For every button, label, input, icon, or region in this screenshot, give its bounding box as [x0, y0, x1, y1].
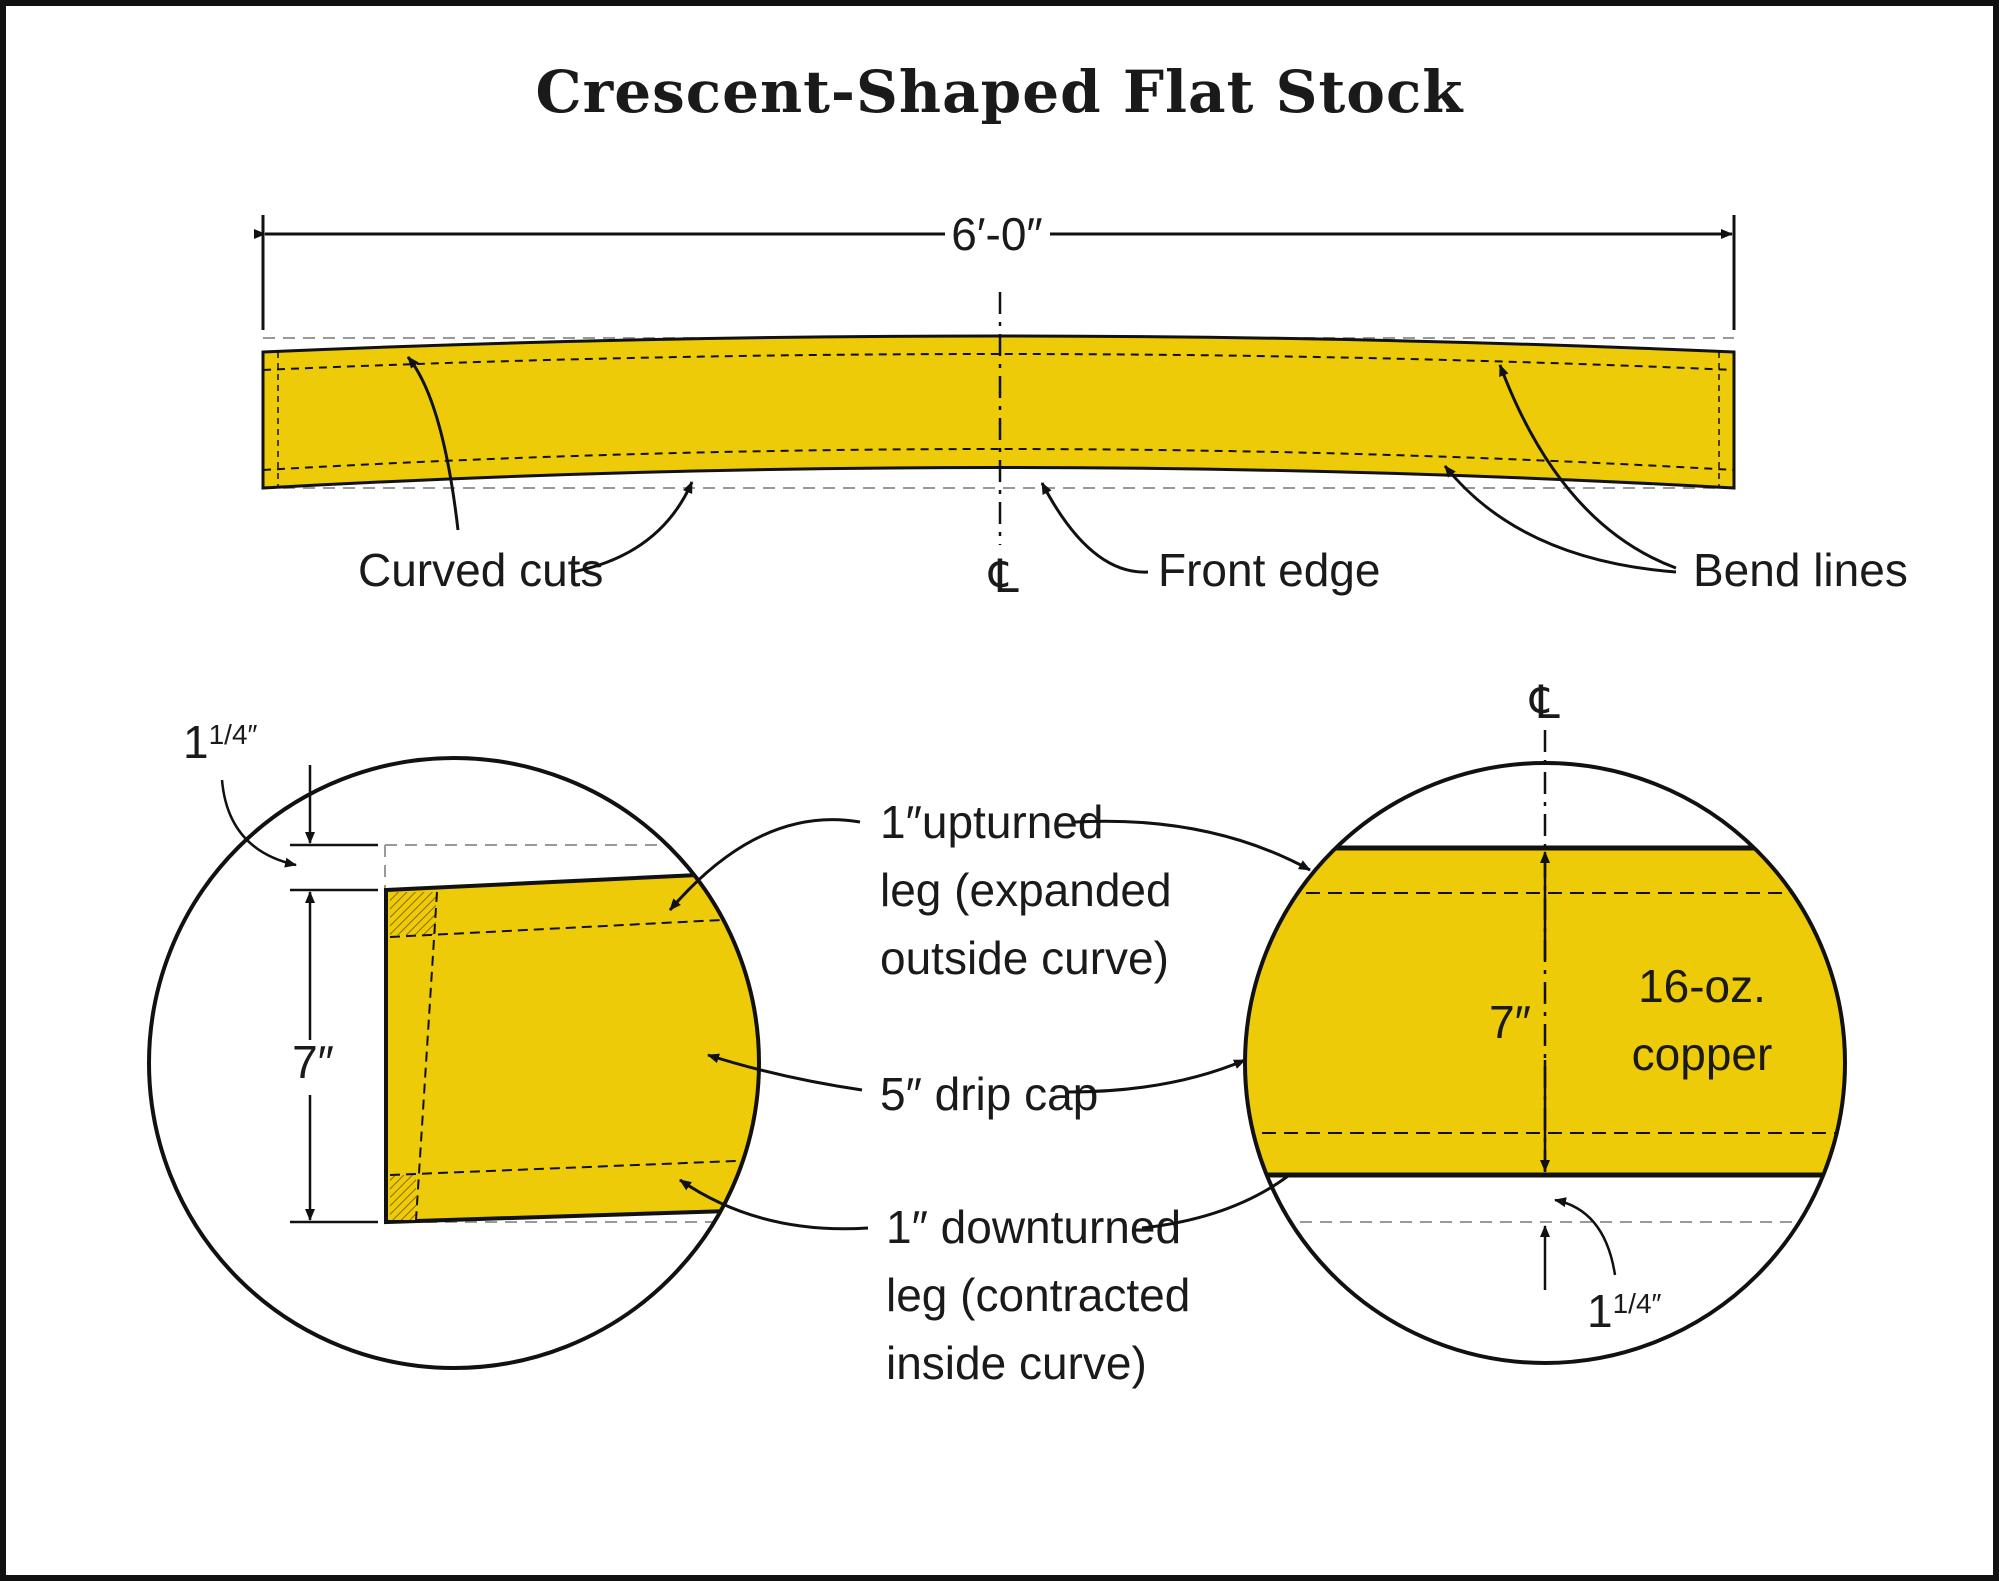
left-hatch-bottom: [390, 1175, 416, 1220]
right-offset-fraction: 1/4″: [1613, 1288, 1662, 1319]
material-line1: 16-oz.: [1638, 960, 1766, 1012]
upturned-leader-left: [668, 818, 861, 911]
left-end-line: [415, 891, 438, 1221]
bend-line-lower: [262, 448, 1735, 471]
downturned-leader-left: [679, 1178, 869, 1231]
figure-title: Crescent-Shaped Flat Stock: [535, 58, 1464, 126]
left-detail: 11/4″ 7″: [147, 716, 761, 1370]
right-height-label: 7″: [1489, 996, 1531, 1048]
left-detail-circle: [147, 756, 761, 1370]
upturned-leg-line1: 1″upturned: [880, 796, 1103, 848]
drip-cap-leader-right: [1067, 1058, 1246, 1094]
curved-cuts-leader-up: [406, 356, 460, 531]
front-edge-label: Front edge: [1158, 544, 1380, 596]
left-offset-fraction: 1/4″: [209, 719, 258, 750]
left-bend-line-lower: [389, 1159, 759, 1176]
left-height-label: 7″: [292, 1036, 334, 1088]
left-offset-label: 11/4″: [183, 716, 258, 768]
upturned-leg-line3: outside curve): [880, 932, 1169, 984]
downturned-leg-line3: inside curve): [886, 1337, 1147, 1389]
upturned-leader-right: [1074, 819, 1311, 872]
left-drip-cap-shape: [384, 869, 759, 1225]
overall-length-label: 6′-0″: [951, 208, 1042, 260]
right-detail: ℄ 7″ 16-oz. copper 11/4″: [1243, 676, 1847, 1365]
right-offset-whole: 1: [1587, 1285, 1613, 1337]
drip-cap-leader-left: [707, 1053, 863, 1092]
top-view: 6′-0″ ℄ Curved cuts Front edge Bend line…: [254, 208, 1908, 602]
upturned-leg-line2: leg (expanded: [880, 864, 1172, 916]
right-centerline-symbol: ℄: [1529, 676, 1560, 728]
crescent-flat-stock: [261, 334, 1736, 490]
left-hatch-top: [390, 892, 436, 935]
curved-cuts-label: Curved cuts: [358, 544, 603, 596]
center-labels: 1″upturned leg (expanded outside curve) …: [668, 796, 1324, 1389]
left-offset-whole: 1: [183, 716, 209, 768]
bend-lines-label: Bend lines: [1693, 544, 1908, 596]
bend-line-upper: [262, 353, 1735, 371]
right-offset-label: 11/4″: [1587, 1285, 1662, 1337]
centerline-symbol: ℄: [988, 550, 1019, 602]
downturned-leg-line1: 1″ downturned: [886, 1201, 1181, 1253]
downturned-leg-line2: leg (contracted: [886, 1269, 1190, 1321]
drip-cap-label: 5″ drip cap: [880, 1068, 1098, 1120]
curved-cuts-leader-down: [571, 481, 694, 574]
right-offset-leader: [1554, 1197, 1617, 1276]
left-bend-line-upper: [389, 917, 759, 938]
front-edge-leader: [1040, 482, 1149, 574]
bend-lines-leader-upper: [1498, 364, 1677, 570]
material-line2: copper: [1632, 1028, 1773, 1080]
left-offset-leader: [220, 779, 297, 868]
bend-lines-leader-lower: [1443, 465, 1677, 574]
